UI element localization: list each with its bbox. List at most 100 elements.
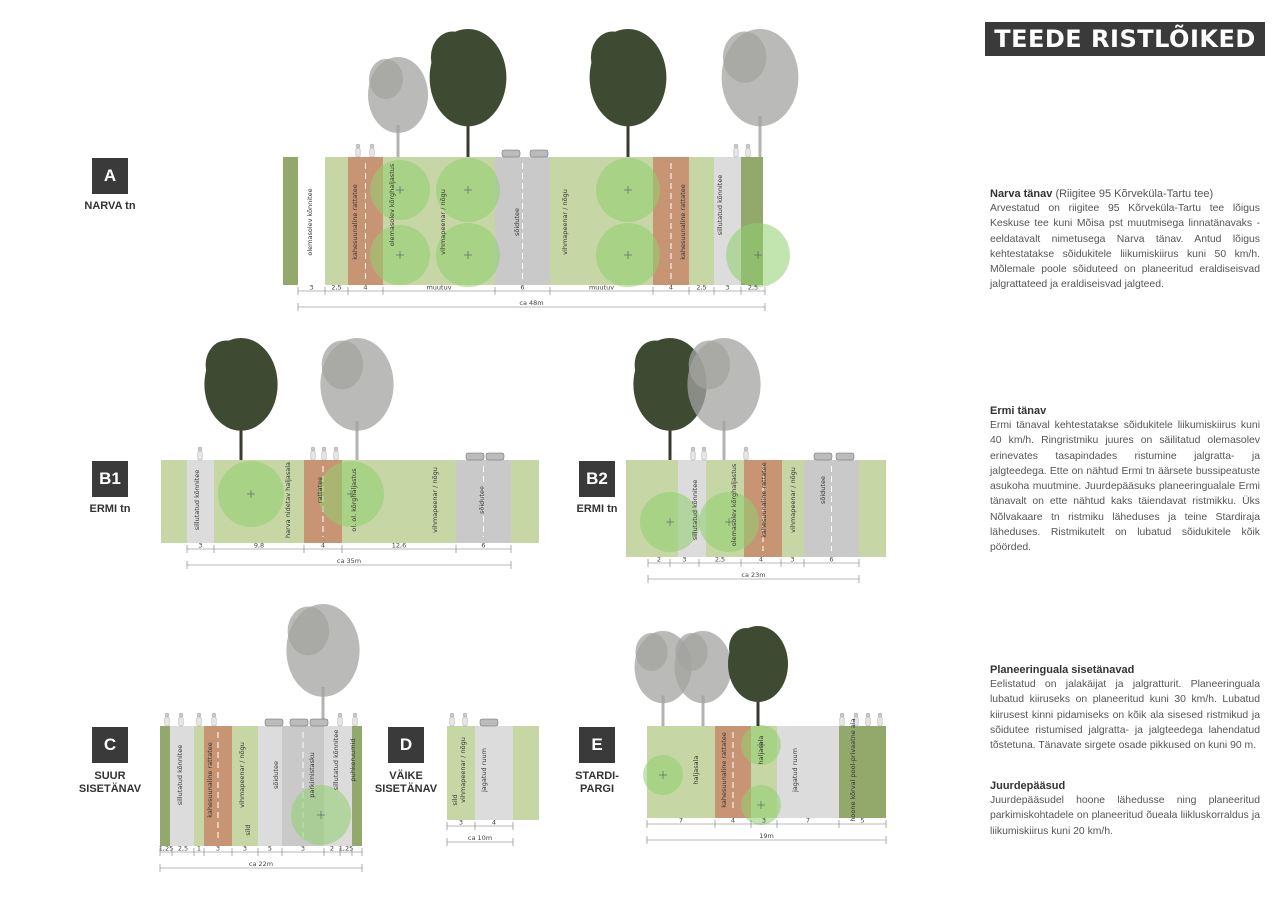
section-A-dimension-value-2: 4 bbox=[363, 284, 367, 292]
section-B2-tree-0-crown-top bbox=[634, 340, 677, 390]
section-B2-strip-5 bbox=[782, 460, 804, 557]
description-ermi: Ermi tänav Ermi tänaval kehtestatakse sõ… bbox=[990, 404, 1260, 556]
section-B1-person-0-head bbox=[197, 446, 203, 452]
section-A-dimension-value-8: 3 bbox=[725, 284, 729, 292]
section-A-strip-label-3: vihmapeenar / nõgu bbox=[439, 189, 447, 255]
section-A-person-3-head bbox=[745, 143, 751, 149]
section-C-strip-8 bbox=[352, 726, 362, 846]
section-B2-person-2-head bbox=[743, 446, 749, 452]
section-E-tree-0-trunk bbox=[661, 695, 665, 726]
section-C-strip-label-7: puhkeruumid bbox=[349, 738, 357, 781]
section-C-strip-5 bbox=[258, 726, 282, 846]
description-sisetanavad: Planeeringuala sisetänavad Eelistatud on… bbox=[990, 663, 1260, 753]
description-juurdepaasud-body: Juurdepääsudel hoone lähedusse ning plan… bbox=[990, 795, 1260, 837]
section-E-dimension-value-4: 5 bbox=[860, 817, 864, 825]
section-D-strip-label-0: vihmapeenar / nõgu bbox=[459, 737, 467, 803]
section-A-strip-8 bbox=[689, 157, 714, 285]
section-C-dimension-value-1: 2,5 bbox=[178, 845, 188, 853]
section-C-strip-label-5: parkimistasku bbox=[308, 752, 316, 797]
section-B2-car-1 bbox=[835, 452, 855, 461]
section-D-person-0-head bbox=[449, 712, 455, 718]
section-B2-dimension-value-0: 2 bbox=[657, 556, 661, 564]
section-A-dimension-value-7: 2,5 bbox=[696, 284, 706, 292]
section-C-car-2 bbox=[309, 718, 329, 727]
section-A-strip-label-4: sõidutee bbox=[513, 208, 521, 236]
section-D-person-0-body bbox=[449, 716, 455, 727]
section-E-person-3-body bbox=[877, 716, 883, 727]
section-B2-total-value: ca 23m bbox=[741, 571, 765, 579]
section-A-dimension-value-9: 2,5 bbox=[748, 284, 758, 292]
section-E-tree-2-crown-top bbox=[729, 628, 763, 668]
section-B2-dimension-value-2: 2,5 bbox=[715, 556, 725, 564]
section-A-strip-0 bbox=[283, 157, 298, 285]
section-C-strip-label-1: kahesuunaline rattatee bbox=[206, 742, 214, 818]
section-A-car-1 bbox=[529, 149, 549, 158]
section-C-tree-0-trunk bbox=[321, 686, 325, 726]
section-E-strip-label-4: hoone kõrval pool-privaatne ala bbox=[849, 718, 857, 821]
section-badge-d: D bbox=[388, 727, 424, 763]
section-A-dimension-value-3: muutuv bbox=[426, 284, 451, 292]
section-D-strip-label-1: sild bbox=[451, 794, 459, 805]
section-B2-strip-7 bbox=[859, 460, 886, 557]
section-E-strip-3 bbox=[777, 726, 839, 818]
section-C-person-5-body bbox=[352, 716, 358, 727]
section-E-person-2-body bbox=[865, 716, 871, 727]
section-D-total-value: ca 10m bbox=[468, 834, 492, 842]
section-B1-person-1-body bbox=[310, 450, 316, 461]
section-C-dimension-value-5: 5 bbox=[268, 845, 272, 853]
description-sisetanavad-heading: Planeeringuala sisetänavad bbox=[990, 664, 1135, 676]
section-C-person-1-body bbox=[178, 716, 184, 727]
section-B1-dimension-value-0: 3 bbox=[198, 542, 202, 550]
section-C-dimension-value-4: 3 bbox=[243, 845, 247, 853]
section-A-tree-3-trunk bbox=[758, 116, 762, 157]
section-C-dimension-value-7: 2 bbox=[330, 845, 334, 853]
section-B1-strip-label-2: rattatee bbox=[316, 477, 324, 503]
section-D-person-1-body bbox=[462, 716, 468, 727]
section-C-strip-label-3: sild bbox=[244, 824, 252, 835]
section-E-person-3-head bbox=[877, 712, 883, 718]
section-C-strip-0 bbox=[160, 726, 170, 846]
section-A-tree-3-crown-top bbox=[722, 31, 767, 83]
section-E-dimension-value-2: 3 bbox=[762, 817, 766, 825]
section-A-person-2-body bbox=[733, 147, 739, 158]
section-E-person-0-body bbox=[839, 716, 845, 727]
section-E-strip-label-1: kahesuunaline rattatee bbox=[720, 732, 728, 808]
section-B1-car-1 bbox=[485, 452, 505, 461]
section-C-dimension-value-0: 1,25 bbox=[159, 845, 173, 853]
section-B1-strip-label-4: vihmapeenar / nõgu bbox=[431, 467, 439, 533]
section-B2-person-0-body bbox=[690, 450, 696, 461]
section-A-strip-label-0: olemasolev kõnnitee bbox=[306, 188, 314, 255]
section-E-person-2-head bbox=[865, 712, 871, 718]
section-badge-c: C bbox=[92, 727, 128, 763]
section-badge-b2: B2 bbox=[579, 461, 615, 497]
section-B2-person-0-head bbox=[690, 446, 696, 452]
section-B1-person-2-head bbox=[321, 446, 327, 452]
section-B2-dimension-value-1: 3 bbox=[682, 556, 686, 564]
section-A-person-0-head bbox=[355, 143, 361, 149]
section-E-tree-1-crown-top bbox=[675, 632, 708, 671]
section-A-tree-0-crown-top bbox=[369, 59, 403, 99]
section-E-strip-label-3: jagatud ruum bbox=[791, 748, 799, 793]
section-B1-dimension-value-1: 9,8 bbox=[254, 542, 264, 550]
section-B1-strip-1 bbox=[187, 460, 214, 543]
section-B2-tree-1-trunk bbox=[722, 420, 726, 460]
section-B1-strip-6 bbox=[511, 460, 539, 543]
section-A-tree-1-crown-top bbox=[430, 31, 475, 83]
section-label-b1: ERMI tn bbox=[89, 503, 131, 515]
description-ermi-body: Ermi tänaval kehtestatakse sõidukitele l… bbox=[990, 420, 1260, 554]
section-B1-strip-0 bbox=[161, 460, 187, 543]
section-B1-person-3-body bbox=[333, 450, 339, 461]
section-D-person-1-head bbox=[462, 712, 468, 718]
section-A-total-value: ca 48m bbox=[519, 299, 543, 307]
section-C-total-value: ca 22m bbox=[249, 860, 273, 868]
section-B2-tree-1-crown-top bbox=[688, 340, 731, 390]
section-label-e: STARDI-PARGI bbox=[575, 770, 619, 795]
section-B1-tree-1-crown-top bbox=[321, 340, 364, 390]
section-B1-strip-label-3: ol. ol. kõrghaljastus bbox=[350, 468, 358, 532]
section-C-strip-1 bbox=[170, 726, 194, 846]
section-B1-person-3-head bbox=[333, 446, 339, 452]
section-E-person-1-body bbox=[853, 716, 859, 727]
section-B1-total-value: ca 35m bbox=[337, 557, 361, 565]
section-C-person-0-body bbox=[164, 716, 170, 727]
